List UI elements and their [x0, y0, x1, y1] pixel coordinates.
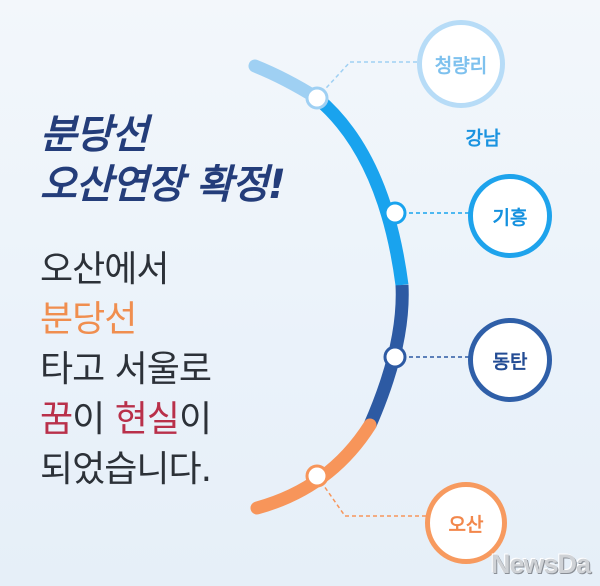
- station-label-osan: 오산: [448, 513, 484, 536]
- highlight-dream: 꿈: [40, 399, 73, 440]
- body-line-5: 되었습니다.: [40, 449, 212, 490]
- station-osan: 오산: [425, 482, 507, 564]
- body-line-4: 꿈이 현실이: [40, 395, 212, 445]
- headline-line-1: 분당선: [40, 112, 148, 158]
- station-cheongnyangni: 청량리: [417, 20, 505, 108]
- station-dongtan: 동탄: [468, 318, 552, 402]
- station-dot-cheongnyangni: [305, 86, 329, 110]
- station-dot-giheung: [383, 201, 407, 225]
- headline: 분당선 오산연장 확정!: [40, 110, 286, 210]
- line-segment-gangnam-giheung: [312, 93, 409, 286]
- body-line-3: 타고 서울로: [40, 349, 212, 390]
- station-dot-dongtan: [383, 345, 407, 369]
- watermark-logo: NewsDa: [490, 549, 591, 579]
- station-label-gangnam: 강남: [465, 127, 501, 150]
- station-label-giheung: 기흥: [492, 206, 528, 229]
- station-label-dongtan: 동탄: [492, 350, 528, 373]
- body-line-1: 오산에서: [40, 249, 169, 290]
- station-dot-osan: [305, 464, 329, 488]
- station-label-cheongnyangni: 청량리: [434, 54, 488, 77]
- highlight-reality: 현실: [114, 399, 180, 440]
- body-line-4-d: 이: [178, 399, 212, 440]
- station-giheung: 기흥: [468, 174, 552, 258]
- body-line-4-b: 이: [72, 399, 115, 440]
- headline-line-2: 오산연장 확정!: [40, 162, 286, 208]
- body-line-2: 분당선: [40, 299, 137, 340]
- body-text: 오산에서 분당선 타고 서울로 꿈이 현실이 되었습니다.: [40, 245, 212, 495]
